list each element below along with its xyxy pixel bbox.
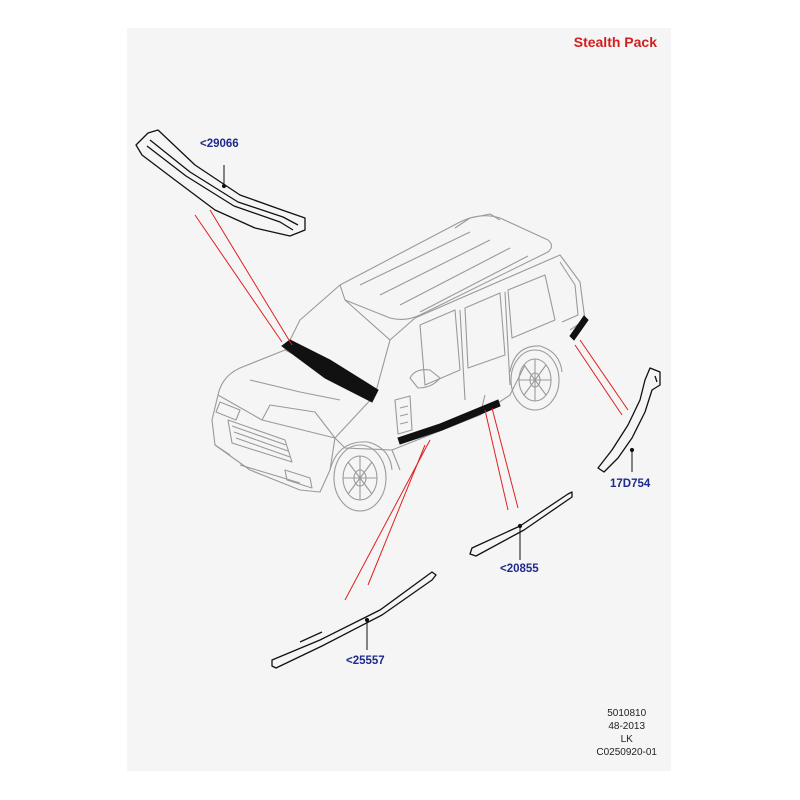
reference-block: 5010810 48-2013 LK C0250920-01 — [596, 707, 657, 759]
reference-line-3: LK — [620, 734, 633, 745]
exploded-parts — [135, 129, 661, 669]
highlighted-trims — [281, 315, 589, 445]
callout-windscreen-trim: <29066 — [200, 138, 239, 150]
leader-lines — [194, 209, 629, 601]
part-door-trim — [469, 491, 573, 557]
callout-pointers — [221, 165, 635, 650]
reference-line-2: 48-2013 — [608, 721, 646, 732]
callout-rear-quarter-trim: 17D754 — [610, 478, 651, 490]
part-rear-quarter-trim — [597, 367, 661, 473]
sill-trim-highlight — [397, 399, 501, 445]
windscreen-trim-highlight — [281, 339, 379, 403]
part-windscreen-trim — [135, 129, 306, 237]
reference-line-4: C0250920-01 — [596, 747, 657, 758]
part-sill-trim — [271, 571, 437, 669]
vehicle-illustration — [211, 213, 586, 512]
callout-sill-trim: <25557 — [346, 655, 385, 667]
page-title: Stealth Pack — [573, 34, 657, 50]
rear-quarter-trim-highlight — [569, 315, 589, 341]
callout-door-trim: <20855 — [500, 563, 539, 575]
reference-line-1: 5010810 — [607, 708, 647, 719]
